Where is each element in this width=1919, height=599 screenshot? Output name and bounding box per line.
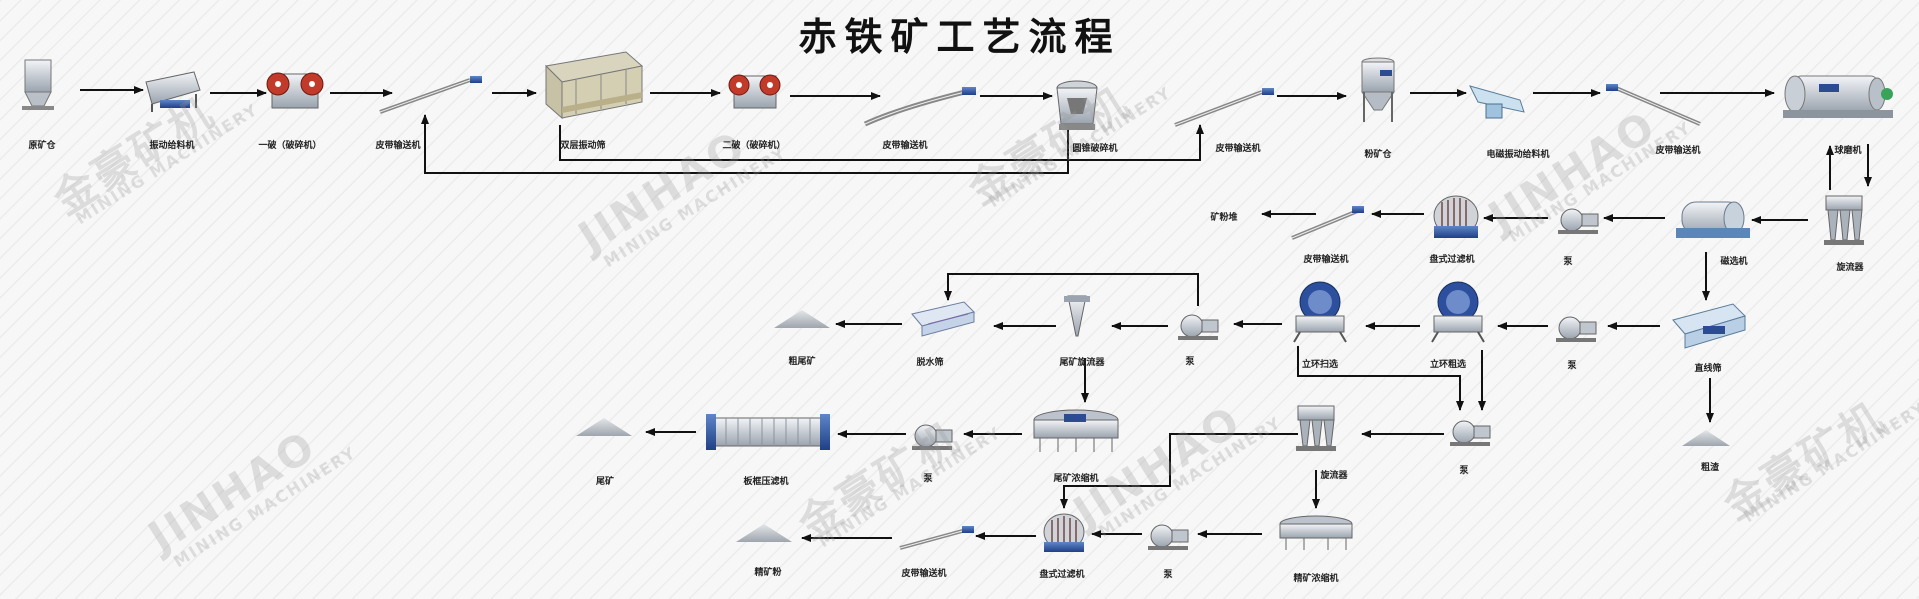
pump-5-icon <box>912 424 953 450</box>
label-dewater-screen: 脱水筛 <box>916 358 944 368</box>
vertical-ring-rough-icon <box>1431 281 1485 343</box>
label-vib-feeder: 振动给料机 <box>149 141 195 151</box>
label-disc-filter1: 盘式过滤机 <box>1429 255 1475 265</box>
jaw-crusher-2-icon <box>728 74 781 109</box>
label-conc-thickener: 精矿浓缩机 <box>1293 574 1339 584</box>
ball-mill-icon <box>1783 75 1893 118</box>
label-belt4: 皮带输送机 <box>1655 146 1701 156</box>
dewatering-screen-icon <box>911 301 975 337</box>
pump3-to-dewater-line <box>944 273 1199 306</box>
vibrating-feeder-icon <box>145 71 201 112</box>
coarse-slag-pile-icon <box>1682 430 1730 446</box>
belt-conveyor-1-icon <box>379 76 482 114</box>
label-belt3: 皮带输送机 <box>1215 144 1261 154</box>
label-belt2: 皮带输送机 <box>882 141 928 151</box>
label-pump6: 泵 <box>1163 570 1173 580</box>
label-vring-rough: 立环粗选 <box>1429 360 1467 370</box>
linear-screen-icon <box>1672 303 1746 349</box>
label-raw-bin: 原矿仓 <box>28 141 56 151</box>
belt-conveyor-2-icon <box>863 87 976 127</box>
pump-3-icon <box>1178 314 1219 340</box>
label-double-screen: 双层振动筛 <box>560 141 606 151</box>
coarse-tailings-pile-icon <box>774 310 830 328</box>
label-primary-crush: 一破（破碎机） <box>258 141 322 151</box>
magnetic-separator-icon <box>1676 201 1750 238</box>
disc-filter-2-icon <box>1043 513 1085 552</box>
label-belt1: 皮带输送机 <box>375 141 421 151</box>
cone-crusher-icon <box>1056 80 1098 130</box>
label-coarse-tail: 粗尾矿 <box>788 357 816 367</box>
label-cone-crusher: 圆锥破碎机 <box>1072 144 1118 154</box>
powder-bin-icon <box>1361 57 1395 122</box>
label-cyclone1: 旋流器 <box>1836 263 1864 273</box>
screen-to-belt3-line <box>559 124 1204 161</box>
label-pump3: 泵 <box>1185 357 1195 367</box>
double-vibrating-screen-icon <box>544 51 644 120</box>
label-ore-pile: 矿粉堆 <box>1210 213 1238 223</box>
label-pump1: 泵 <box>1563 257 1573 267</box>
pump-1-icon <box>1558 208 1599 234</box>
jaw-crusher-1-icon <box>266 72 324 109</box>
label-ball-mill: 球磨机 <box>1834 146 1862 156</box>
label-mag-sep: 磁选机 <box>1720 257 1748 267</box>
belt-conveyor-5-icon <box>1291 206 1364 240</box>
page-title: 赤铁矿工艺流程 <box>798 15 1121 59</box>
tail-thickener-icon <box>1033 409 1119 452</box>
label-disc-filter2: 盘式过滤机 <box>1039 570 1085 580</box>
pump-6-icon <box>1148 524 1189 550</box>
label-cyclone2: 旋流器 <box>1320 471 1348 481</box>
cyclone-1-icon <box>1824 195 1864 245</box>
pump-4-icon <box>1450 420 1491 446</box>
conc-thickener-icon <box>1279 515 1353 550</box>
cyclone-2-icon <box>1296 405 1336 451</box>
label-em-feeder: 电磁振动给料机 <box>1486 150 1550 160</box>
label-pump5: 泵 <box>923 474 933 484</box>
label-vring-scav: 立环扫选 <box>1301 360 1339 370</box>
label-tailings: 尾矿 <box>595 477 615 487</box>
tail-cyclone-icon <box>1064 295 1090 337</box>
cyclone2-to-discfilter2-line <box>1060 433 1298 509</box>
belt-conveyor-3-icon <box>1174 88 1274 127</box>
electromagnetic-feeder-icon <box>1469 85 1525 119</box>
label-conc-powder: 精矿粉 <box>754 568 782 578</box>
label-tail-cyclone: 尾矿旋流器 <box>1059 358 1105 368</box>
label-belt6: 皮带输送机 <box>901 569 947 579</box>
plate-filter-press-icon <box>706 414 830 450</box>
vringscav-to-pump4-line <box>1297 346 1464 411</box>
belt-conveyor-4-icon <box>1606 84 1701 126</box>
label-coarse-slag: 粗渣 <box>1700 463 1720 473</box>
tailings-pile-icon <box>576 418 632 436</box>
pump-2-icon <box>1556 316 1597 342</box>
label-tail-thickener: 尾矿浓缩机 <box>1053 474 1099 484</box>
label-powder-bin: 粉矿仓 <box>1364 150 1392 160</box>
label-pump4: 泵 <box>1459 466 1469 476</box>
raw-ore-bin-icon <box>22 59 54 110</box>
label-belt5: 皮带输送机 <box>1303 255 1349 265</box>
disc-filter-1-icon <box>1433 195 1479 238</box>
conc-powder-pile-icon <box>736 524 792 542</box>
label-linear-screen: 直线筛 <box>1694 364 1722 374</box>
vertical-ring-scavenge-icon <box>1293 281 1347 343</box>
label-secondary-crush: 二破（破碎机） <box>722 141 786 151</box>
label-plate-filter: 板框压滤机 <box>743 477 789 487</box>
return-loop-line <box>421 114 1069 174</box>
label-pump2: 泵 <box>1567 361 1577 371</box>
belt-conveyor-6-icon <box>899 526 974 550</box>
